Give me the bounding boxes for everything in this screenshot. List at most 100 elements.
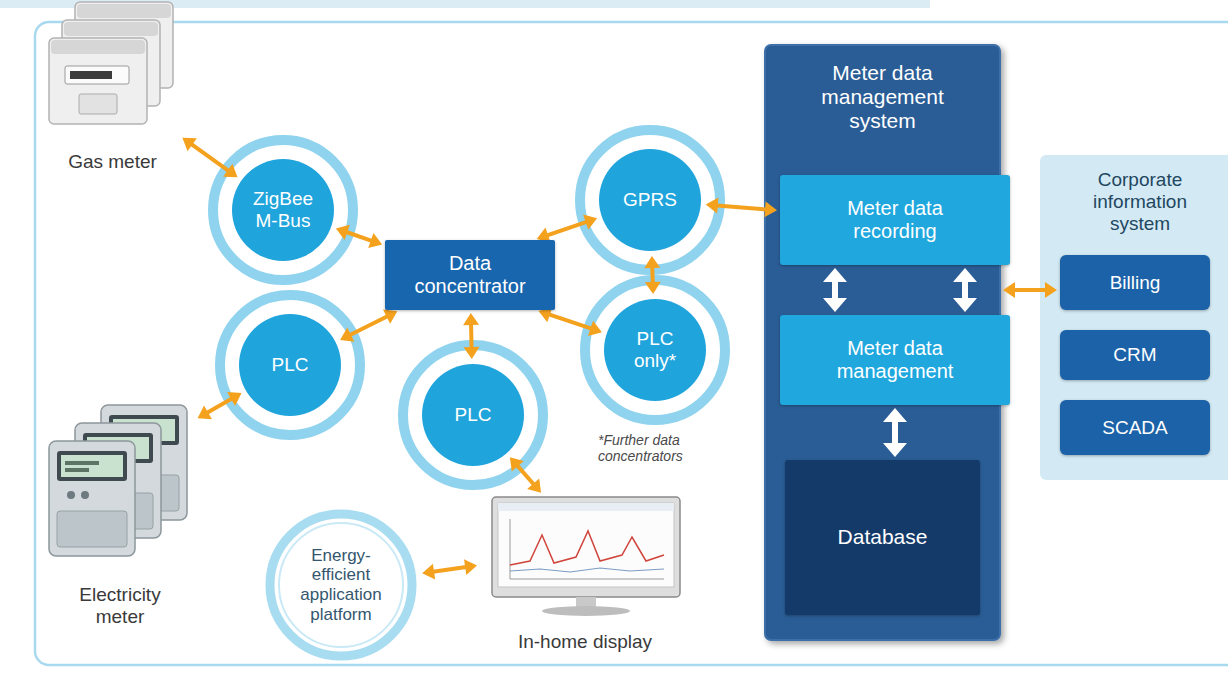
gas-meter-illustration <box>49 2 173 124</box>
data-link-arrow <box>336 225 382 248</box>
screen-toolbar <box>498 503 674 511</box>
lcd-bar <box>65 461 99 465</box>
data-link-arrow <box>340 310 397 342</box>
node-text: In-home display <box>518 631 652 653</box>
arrowhead <box>463 313 479 325</box>
arrowhead <box>182 138 196 151</box>
protocol-circle: ZigBee M-Bus <box>231 158 335 262</box>
panel-fills <box>765 45 1228 640</box>
arrowhead <box>764 201 777 217</box>
arrowhead <box>368 233 382 248</box>
gas-meter-unit <box>49 38 147 124</box>
connector-line <box>350 316 388 335</box>
circle-fill <box>239 314 341 416</box>
electricity-meter-unit <box>49 441 135 556</box>
chart-line <box>510 531 664 565</box>
meter-plate <box>79 94 117 114</box>
ring <box>580 130 720 270</box>
arrowhead <box>527 478 541 492</box>
data-link-arrow <box>883 408 907 457</box>
ring <box>585 280 725 420</box>
electricity-meter-illustration <box>49 405 187 556</box>
arrowhead <box>1003 282 1015 298</box>
system-box: CRM <box>1060 330 1210 380</box>
data-link-arrow <box>953 268 977 312</box>
meter-top <box>51 40 145 54</box>
protocol-rings <box>213 130 725 656</box>
arrowhead <box>823 268 847 282</box>
connector-line <box>191 144 228 171</box>
node-text: PLC <box>455 404 492 426</box>
node-text: Meter data recording <box>820 197 970 243</box>
gas-meter: Gas meter <box>45 0 180 175</box>
meter-top <box>77 4 171 18</box>
node-text: Gas meter <box>68 151 157 173</box>
monitor-bezel <box>492 497 680 597</box>
data-link-arrow <box>538 307 601 336</box>
system-panel: Meter data management systemMeter data r… <box>765 45 1000 640</box>
monitor-neck <box>576 597 596 607</box>
protocol-circle: PLC <box>238 313 342 417</box>
meter-button <box>67 491 75 499</box>
arrowhead <box>953 298 977 312</box>
connector-line <box>346 232 371 241</box>
monitor-illustration <box>492 497 680 616</box>
system-box: SCADA <box>1060 400 1210 455</box>
node-text: Data concentrator <box>400 252 540 298</box>
arrowhead <box>706 198 719 214</box>
data-link-arrow <box>422 559 477 579</box>
data-link-arrow <box>182 138 237 178</box>
platform-circle: Energy-efficient application platform <box>278 522 404 648</box>
connector-line <box>832 281 838 299</box>
arrowhead <box>883 408 907 422</box>
connector-line <box>207 398 232 412</box>
in-home-display: In-home display <box>480 495 690 655</box>
circle-fill <box>604 299 706 401</box>
electricity-meter: Electricity meter <box>45 405 195 630</box>
ring <box>403 345 543 485</box>
chart-axes <box>510 519 664 579</box>
connector-line <box>549 314 592 328</box>
node-text: PLC only* <box>625 328 685 372</box>
connector-line <box>962 281 968 299</box>
connector-line <box>547 222 587 236</box>
arrowhead <box>340 327 354 341</box>
data-link-arrow <box>537 215 597 243</box>
arrowhead <box>336 225 350 240</box>
meter-window <box>65 66 129 84</box>
meter-body <box>49 441 135 556</box>
chart-line <box>510 568 664 572</box>
data-link-arrow <box>510 457 541 493</box>
protocol-circle: GPRS <box>598 148 702 252</box>
concentrator-box: Data concentrator <box>385 240 555 310</box>
arrowhead <box>223 164 237 177</box>
arrowhead <box>644 256 660 268</box>
node-text: GPRS <box>623 189 677 211</box>
node-text: Electricity meter <box>65 584 175 628</box>
meter-counter <box>70 71 112 79</box>
database-box: Database <box>785 460 980 615</box>
system-panel: Corporate information systemBillingCRMSC… <box>1040 155 1228 480</box>
node-text: Meter data management <box>820 337 970 383</box>
meter-display-frame <box>57 451 127 481</box>
protocol-circle: PLC only* <box>603 298 707 402</box>
data-link-arrow <box>706 198 777 218</box>
panel-fill <box>1040 155 1228 480</box>
data-link-arrow <box>463 313 479 359</box>
connector-line <box>1014 288 1046 292</box>
arrowhead <box>227 392 241 406</box>
data-link-arrow <box>644 256 660 294</box>
arrowhead <box>464 559 477 575</box>
connector-line <box>433 567 466 572</box>
outer-frame <box>35 22 1228 665</box>
data-link-arrow <box>823 268 847 312</box>
ring <box>220 295 360 435</box>
process-box: Meter data recording <box>780 175 1010 265</box>
arrowhead <box>645 282 661 294</box>
node-text: PLC <box>272 354 309 376</box>
arrowhead <box>823 298 847 312</box>
arrowhead <box>464 347 480 359</box>
